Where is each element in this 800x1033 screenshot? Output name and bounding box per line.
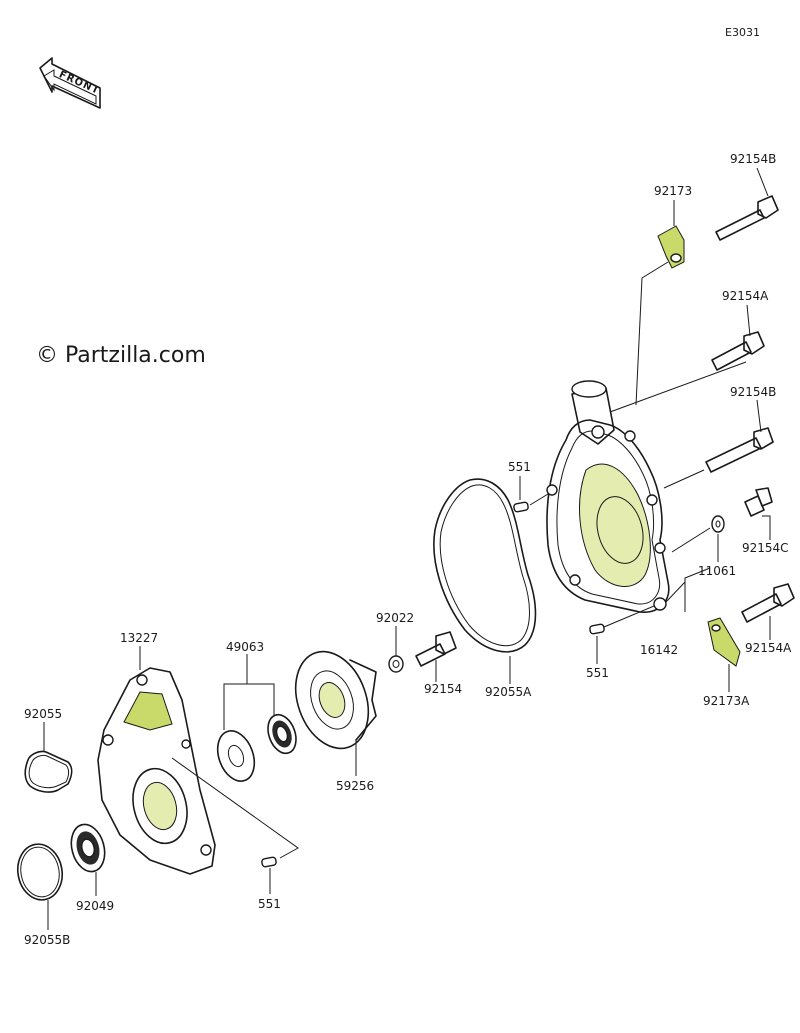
bolt-92154B-mid [705, 427, 774, 473]
leader-lines [43, 167, 771, 930]
part-labels: 92154B 92173 92154A 92154B 551 92154C 11… [24, 152, 792, 947]
part-label-92154B-mid[interactable]: 92154B [730, 385, 776, 399]
part-label-551-low[interactable]: 551 [258, 897, 281, 911]
part-label-551-top[interactable]: 551 [508, 460, 531, 474]
oil-seal-92049 [70, 823, 106, 873]
o-ring-92055B [16, 843, 64, 901]
part-label-92154[interactable]: 92154 [424, 682, 462, 696]
gasket-92055A [433, 478, 537, 653]
copyright-text: © Partzilla.com [36, 343, 206, 368]
water-pump-cover [546, 380, 670, 613]
pump-body-13227 [97, 667, 216, 875]
part-label-92055[interactable]: 92055 [24, 707, 62, 721]
part-label-16142[interactable]: 16142 [640, 643, 678, 657]
part-label-59256[interactable]: 59256 [336, 779, 374, 793]
front-label: FRONT [57, 69, 101, 97]
clamp-92173 [657, 225, 685, 269]
dowel-pin-551-mid [589, 623, 605, 635]
part-label-92154C[interactable]: 92154C [742, 541, 789, 555]
clamp-92173A [707, 617, 741, 667]
bolt-92154C [744, 487, 773, 517]
part-label-92049[interactable]: 92049 [76, 899, 114, 913]
part-label-11061[interactable]: 11061 [698, 564, 736, 578]
bolt-92154 [415, 631, 457, 667]
diagram-code: E3031 [725, 26, 760, 39]
part-label-92055B[interactable]: 92055B [24, 933, 70, 947]
dowel-pin-551-top [513, 501, 529, 513]
front-arrow-icon: FRONT [39, 57, 101, 109]
dowel-pin-551-low [261, 856, 277, 868]
part-label-92022[interactable]: 92022 [376, 611, 414, 625]
o-ring-92055 [24, 750, 73, 793]
bolt-92154A-top [711, 331, 765, 371]
impeller-59256 [294, 650, 377, 750]
part-label-92173A[interactable]: 92173A [703, 694, 750, 708]
part-label-49063[interactable]: 49063 [226, 640, 264, 654]
washer-11061 [711, 515, 725, 533]
washer-92022 [388, 655, 404, 673]
part-label-92154A-top[interactable]: 92154A [722, 289, 769, 303]
part-label-551-mid[interactable]: 551 [586, 666, 609, 680]
part-label-92173[interactable]: 92173 [654, 184, 692, 198]
part-label-92154B-top[interactable]: 92154B [730, 152, 776, 166]
bolt-92154B-top [715, 195, 779, 241]
bolt-92154A-low [741, 583, 795, 623]
part-label-92055A[interactable]: 92055A [485, 685, 532, 699]
part-label-13227[interactable]: 13227 [120, 631, 158, 645]
mechanical-seal-49063 [216, 713, 297, 782]
part-label-92154A-low[interactable]: 92154A [745, 641, 792, 655]
